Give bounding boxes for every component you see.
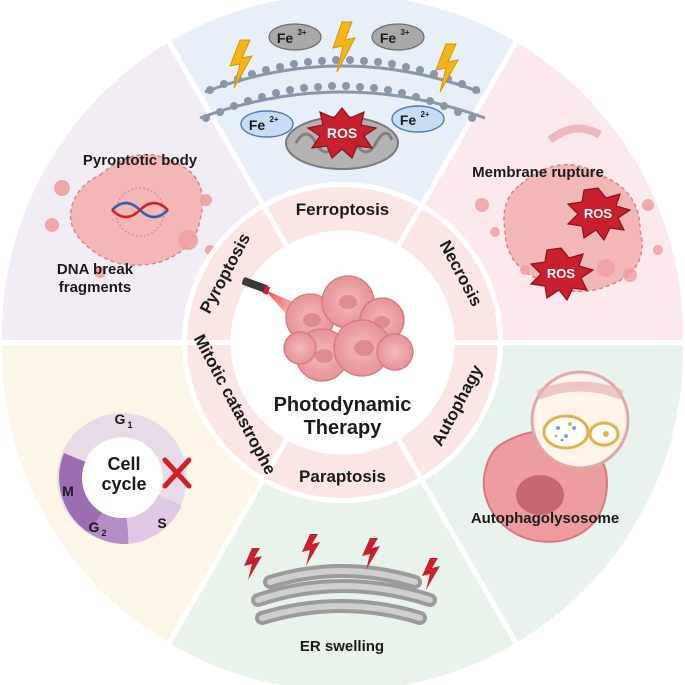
fe2-a-text: Fe bbox=[249, 117, 266, 133]
fe3-b-text: Fe bbox=[380, 30, 397, 46]
pyroptosis-illustration: Pyroptotic body DNA break fragments bbox=[45, 152, 215, 296]
fe3-a-sup: 3+ bbox=[297, 28, 306, 37]
cell-cycle-line2: cycle bbox=[101, 474, 146, 494]
fe2-b-text: Fe bbox=[400, 112, 417, 128]
fe3-a-text: Fe bbox=[277, 30, 294, 46]
cell-cycle-s-phase bbox=[125, 494, 182, 544]
sector-ferroptosis-bg bbox=[169, 0, 516, 343]
center-illustration: Photodynamic Therapy bbox=[241, 275, 414, 439]
s-label: S bbox=[157, 515, 166, 531]
dna-icon bbox=[111, 201, 169, 219]
pyroptotic-body-caption: Pyroptotic body bbox=[83, 152, 198, 169]
fe2-a-sup: 2+ bbox=[269, 115, 278, 124]
laser-icon bbox=[241, 277, 271, 295]
paraptosis-illustration: ER swelling bbox=[244, 534, 440, 655]
lightning-icon bbox=[422, 558, 440, 590]
ros-burst-ferroptosis: ROS bbox=[306, 107, 378, 160]
g2-label: G bbox=[89, 519, 100, 535]
cell-cycle-line1: Cell bbox=[107, 454, 140, 474]
fe2-b-sup: 2+ bbox=[420, 110, 429, 119]
autophagy-illustration: Autophagolysosome bbox=[471, 370, 630, 543]
g2-sub: 2 bbox=[101, 528, 106, 538]
center-title-line1: Photodynamic bbox=[274, 394, 412, 416]
membrane-rupture-caption: Membrane rupture bbox=[472, 164, 604, 181]
fe2-pill-a: Fe 2+ bbox=[240, 110, 294, 138]
g1-label: G bbox=[115, 411, 126, 427]
ros-burst-necrosis-b: ROS bbox=[529, 247, 595, 302]
cell-cycle-g2-phase bbox=[88, 510, 129, 545]
lightning-icon bbox=[302, 534, 320, 566]
lightning-icon bbox=[244, 548, 262, 580]
fe2-pill-b: Fe 2+ bbox=[391, 105, 445, 133]
dna-break-line2: fragments bbox=[59, 279, 132, 296]
autophagolysosome-icon bbox=[542, 414, 620, 450]
lightning-icon bbox=[362, 538, 380, 570]
fe3-pill-a: Fe 3+ bbox=[268, 23, 322, 51]
ring-label-paraptosis: Paraptosis bbox=[299, 467, 386, 486]
center-title-line2: Therapy bbox=[304, 417, 383, 439]
lightning-icon bbox=[435, 43, 459, 93]
ros-burst-necrosis-a: ROS bbox=[566, 187, 632, 242]
autophagolysosome-caption: Autophagolysosome bbox=[471, 510, 619, 527]
g1-sub: 1 bbox=[127, 420, 132, 430]
er-swelling-caption: ER swelling bbox=[300, 638, 384, 655]
pyroptotic-cell bbox=[69, 153, 204, 266]
cell-cycle-m-phase bbox=[59, 453, 104, 533]
lightning-icon bbox=[332, 21, 356, 73]
ros-text: ROS bbox=[584, 206, 613, 221]
ros-text: ROS bbox=[547, 266, 576, 281]
ring-label-ferroptosis: Ferroptosis bbox=[296, 200, 390, 219]
fe3-b-sup: 3+ bbox=[400, 28, 409, 37]
cell-cycle-illustration: Cell cycle G 1 G 2 M S bbox=[57, 411, 192, 545]
ros-text: ROS bbox=[327, 125, 357, 141]
m-label: M bbox=[62, 483, 74, 499]
cross-icon bbox=[162, 457, 192, 489]
lightning-icon bbox=[229, 39, 253, 89]
dna-break-line1: DNA break bbox=[57, 261, 134, 278]
necrosis-illustration: Membrane rupture ROS ROS bbox=[472, 124, 663, 302]
ferroptosis-illustration: Fe 3+ Fe 3+ Fe 2+ Fe 2+ ROS bbox=[199, 21, 486, 170]
fe3-pill-b: Fe 3+ bbox=[371, 23, 425, 51]
